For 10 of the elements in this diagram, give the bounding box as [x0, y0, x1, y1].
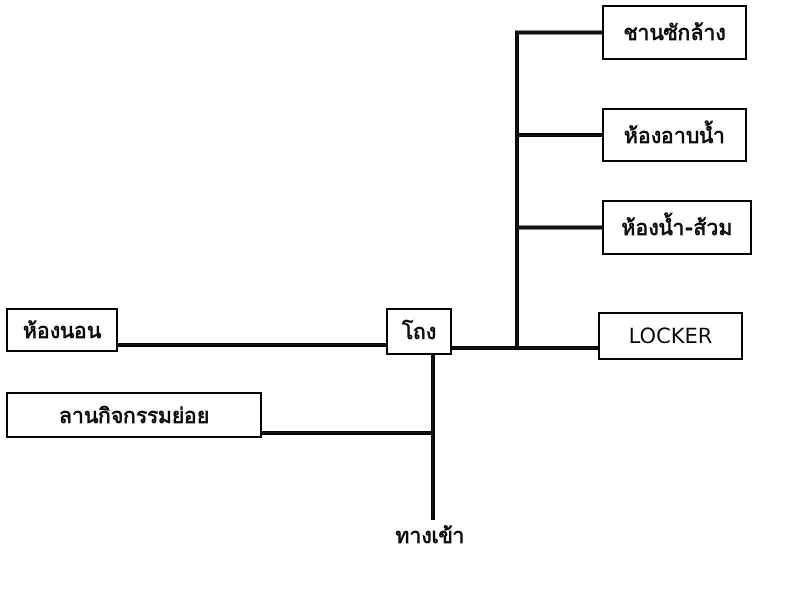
room-box: ห้องน้ำ-ส้วม: [602, 200, 752, 255]
entrance-label: ทางเข้า: [388, 520, 472, 550]
room-box: ห้องนอน: [6, 308, 118, 352]
connector-line: [262, 431, 435, 520]
room-box: ลานกิจกรรมย่อย: [6, 392, 262, 438]
room-box: โถง: [386, 308, 452, 355]
connector-line: [118, 343, 386, 347]
room-box: LOCKER: [598, 312, 743, 360]
room-box: ห้องอาบน้ำ: [602, 108, 747, 162]
room-box: ชานซักล้าง: [602, 5, 747, 60]
